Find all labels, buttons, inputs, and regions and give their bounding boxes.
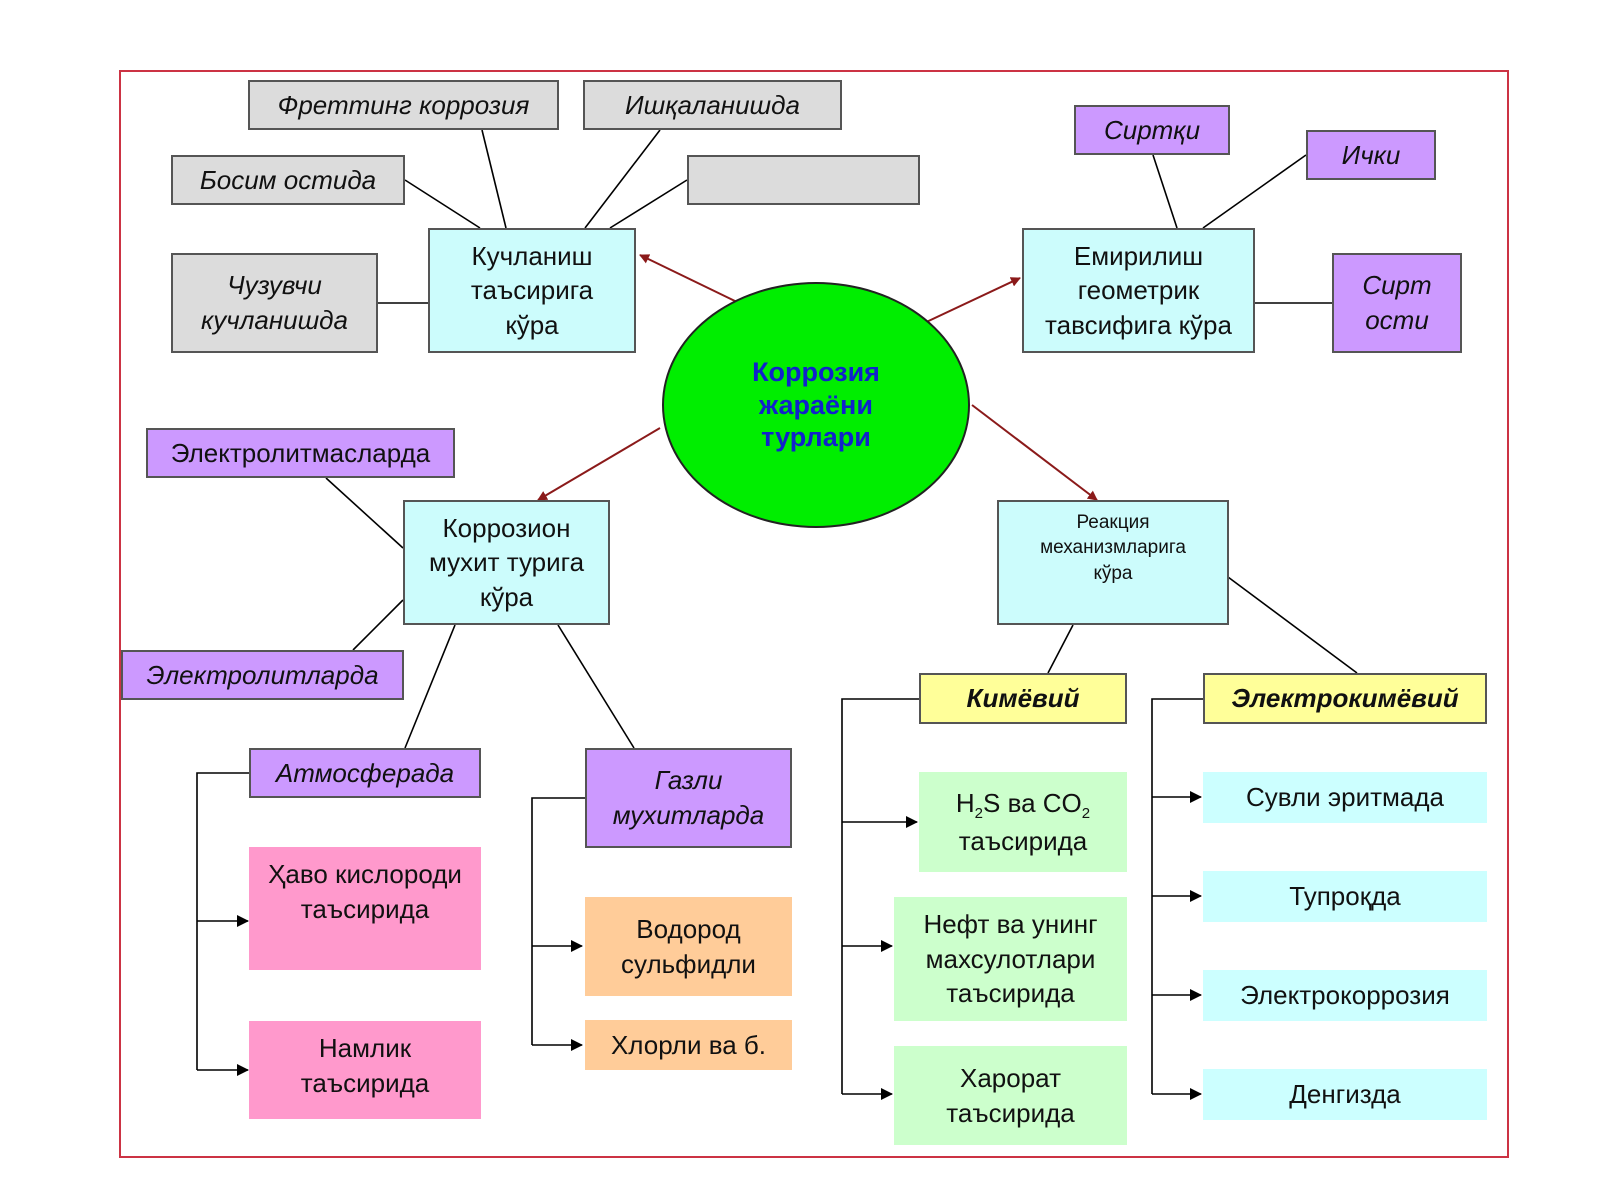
- electrocorrosion-node: Электрокоррозия: [1203, 970, 1487, 1021]
- arrow-to-stress: [639, 254, 738, 303]
- gas-label: Газли мухитларда: [612, 765, 765, 830]
- atmosphere-node: Атмосферада: [249, 748, 481, 798]
- chemical-node: Кимёвий: [919, 673, 1127, 724]
- empty-node: [687, 155, 920, 205]
- geometry-label: Емирилиш геометрик тавсифига кўра: [1045, 240, 1232, 340]
- subsurface-label: Сирт ости: [1362, 270, 1432, 335]
- friction-node: Ишқаланишда: [583, 80, 842, 130]
- oxygen-label: Ҳаво кислороди таъсирида: [268, 859, 462, 924]
- surface-label: Сиртқи: [1103, 114, 1201, 145]
- subsurface-node: Сирт ости: [1332, 253, 1462, 353]
- electrocorrosion-label: Электрокоррозия: [1240, 980, 1450, 1011]
- surface-node: Сиртқи: [1074, 105, 1230, 155]
- pressure-label: Босим остида: [199, 164, 377, 195]
- diagram-frame: [119, 70, 1509, 1158]
- internal-label: Ички: [1341, 139, 1401, 170]
- oxygen-node: Ҳаво кислороди таъсирида: [249, 847, 481, 970]
- chlorine-node: Хлорли ва б.: [585, 1020, 792, 1070]
- soil-node: Тупроқда: [1203, 871, 1487, 922]
- stress-node: Кучланиш таъсирига кўра: [428, 228, 636, 353]
- atmosphere-label: Атмосферада: [275, 757, 455, 788]
- mechanism-node: Реакция механизмларига кўра: [997, 500, 1229, 625]
- sea-node: Денгизда: [1203, 1069, 1487, 1120]
- h2s-co2-node: H2S ва CO2 таъсирида: [919, 772, 1127, 872]
- electrochemical-label: Электрокимёвий: [1231, 683, 1459, 714]
- h2s-co2-label: H2S ва CO2 таъсирида: [955, 787, 1091, 856]
- h2s-gas-label: Водород сульфидли: [621, 913, 756, 979]
- tensile-node: Чузувчи кучланишда: [171, 253, 378, 353]
- oil-node: Нефт ва унинг махсулотлари таъсирида: [894, 897, 1127, 1021]
- center-node: Коррозия жараёни турлари: [662, 282, 970, 528]
- nonelectrolyte-node: Электролитмасларда: [146, 428, 455, 478]
- chemical-label: Кимёвий: [966, 683, 1080, 714]
- temperature-node: Харорат таъсирида: [894, 1046, 1127, 1145]
- chlorine-label: Хлорли ва б.: [610, 1029, 767, 1060]
- electrochemical-node: Электрокимёвий: [1203, 673, 1487, 724]
- geometry-node: Емирилиш геометрик тавсифига кўра: [1022, 228, 1255, 353]
- friction-label: Ишқаланишда: [625, 89, 800, 120]
- oil-label: Нефт ва унинг махсулотлари таъсирида: [923, 909, 1098, 1009]
- pressure-node: Босим остида: [171, 155, 405, 205]
- nonelectrolyte-label: Электролитмасларда: [170, 437, 431, 468]
- aqueous-node: Сувли эритмада: [1203, 772, 1487, 823]
- medium-label: Коррозион мухит турига кўра: [428, 512, 585, 612]
- arrow-to-medium: [537, 427, 661, 501]
- internal-node: Ички: [1306, 130, 1436, 180]
- stress-label: Кучланиш таъсирига кўра: [470, 240, 594, 340]
- soil-label: Тупроқда: [1289, 881, 1401, 912]
- aqueous-label: Сувли эритмада: [1245, 782, 1445, 813]
- temperature-label: Харорат таъсирида: [946, 1062, 1075, 1128]
- sea-label: Денгизда: [1289, 1079, 1401, 1110]
- humidity-label: Намлик таъсирида: [300, 1033, 430, 1098]
- humidity-node: Намлик таъсирида: [249, 1021, 481, 1119]
- arrow-to-geometry: [919, 277, 1021, 326]
- center-title: Коррозия жараёни турлари: [752, 357, 880, 453]
- fretting-node: Фреттинг коррозия: [248, 80, 559, 130]
- mechanism-label: Реакция механизмларига кўра: [1040, 512, 1186, 584]
- electrolyte-label: Электролитларда: [146, 659, 379, 690]
- arrow-to-mechanism: [971, 404, 1098, 501]
- gas-node: Газли мухитларда: [585, 748, 792, 848]
- electrolyte-node: Электролитларда: [121, 650, 404, 700]
- fretting-label: Фреттинг коррозия: [277, 89, 530, 120]
- h2s-gas-node: Водород сульфидли: [585, 897, 792, 996]
- tensile-label: Чузувчи кучланишда: [200, 270, 349, 335]
- medium-node: Коррозион мухит турига кўра: [403, 500, 610, 625]
